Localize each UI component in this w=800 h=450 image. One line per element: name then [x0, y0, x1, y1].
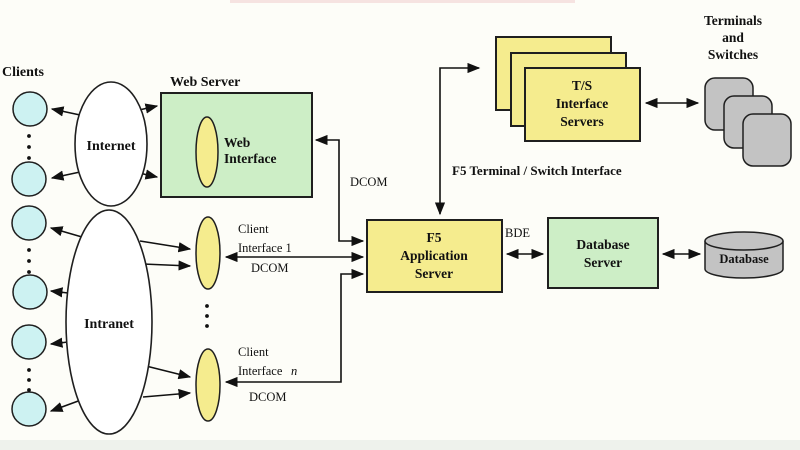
arrow-intranet-to-client-5 [49, 337, 69, 348]
database-cylinder-body [704, 241, 784, 279]
client-interface-n-label-line1: Client [238, 345, 269, 359]
internet-ellipse [74, 81, 148, 207]
arrow-intranet-to-cin-a [145, 365, 192, 380]
arrow-intranet-to-cin-b [142, 388, 192, 400]
ts-server-box-front [524, 67, 641, 142]
web-server-title: Web Server [170, 75, 240, 90]
top-edge-artifact [230, 0, 575, 3]
connector-web-server-f5-dcom [314, 134, 365, 247]
terminal-card-front [742, 113, 792, 167]
client-interface-n-label-line2: Interface [238, 364, 283, 378]
ts-label-line1: T/S [572, 78, 592, 93]
database-server-box [547, 217, 659, 289]
client-interface-1-ellipse [195, 216, 221, 290]
ts-interface-servers-stack: T/S Interface Servers [495, 36, 641, 142]
database-cylinder-top [704, 231, 784, 251]
connector-cin-f5-dcom [224, 268, 365, 388]
client-interface-1-label-line2: Interface 1 [238, 241, 292, 255]
ellipsis-clients-mid [27, 248, 31, 274]
dcom-label-cin: DCOM [249, 390, 287, 404]
web-interface-label-line2: Interface [224, 151, 276, 166]
client-circle [11, 205, 47, 241]
client-circle [12, 274, 48, 310]
arrow-intranet-to-ci1-a [139, 240, 192, 253]
f5-terminal-switch-interface-label: F5 Terminal / Switch Interface [452, 163, 622, 178]
f5-application-server-box [366, 219, 503, 293]
ts-label-line3: Servers [560, 114, 603, 129]
arrow-intranet-to-client-4 [49, 287, 69, 298]
client-interface-n-ellipse [195, 348, 221, 422]
ts-label-line2: Interface [556, 96, 608, 111]
arrow-internet-to-web-server-top [138, 103, 159, 114]
dcom-label-ci1: DCOM [251, 261, 289, 275]
arrow-intranet-to-client-3 [49, 226, 83, 238]
terminals-label-line2: and [722, 30, 744, 45]
web-interface-ellipse [195, 116, 219, 188]
ellipsis-client-interfaces [205, 304, 209, 328]
web-interface-label-line1: Web [224, 135, 250, 150]
terminals-switches-label: Terminals and Switches [704, 13, 762, 62]
client-circle [11, 324, 47, 360]
intranet-ellipse [65, 209, 153, 435]
database-server-label-line2: Server [584, 255, 622, 270]
f5-label-line2: Application [400, 248, 468, 263]
arrow-internet-to-client-1 [50, 106, 81, 117]
web-server-box [160, 92, 313, 198]
client-interface-1-label-line1: Client [238, 222, 269, 236]
arrow-internet-to-client-2 [50, 170, 81, 181]
database-cylinder: Database [704, 231, 784, 279]
ellipsis-clients-top [27, 134, 31, 160]
client-circle [11, 391, 47, 427]
f5-label-line3: Server [415, 266, 453, 281]
database-server-label-line1: Database [576, 237, 629, 252]
connector-f5-ts-servers [434, 62, 481, 216]
terminals-label-line1: Terminals [704, 13, 762, 28]
clients-label: Clients [2, 65, 45, 80]
arrow-intranet-to-client-6 [49, 399, 82, 412]
dcom-label-web: DCOM [350, 175, 388, 189]
f5-label-line1: F5 [427, 230, 442, 245]
bde-label: BDE [505, 226, 530, 240]
arrow-intranet-to-ci1-b [142, 260, 192, 271]
database-label: Database [719, 252, 769, 266]
client-circle [11, 161, 47, 197]
internet-label: Internet [87, 139, 136, 154]
client-circle [12, 91, 48, 127]
terminals-label-line3: Switches [708, 47, 758, 62]
client-interface-n-label-suffix: n [291, 364, 297, 378]
intranet-label: Intranet [84, 317, 134, 332]
ellipsis-clients-bottom [27, 368, 31, 392]
terminals-switches-stack [704, 77, 792, 167]
bottom-margin-band [0, 440, 800, 450]
